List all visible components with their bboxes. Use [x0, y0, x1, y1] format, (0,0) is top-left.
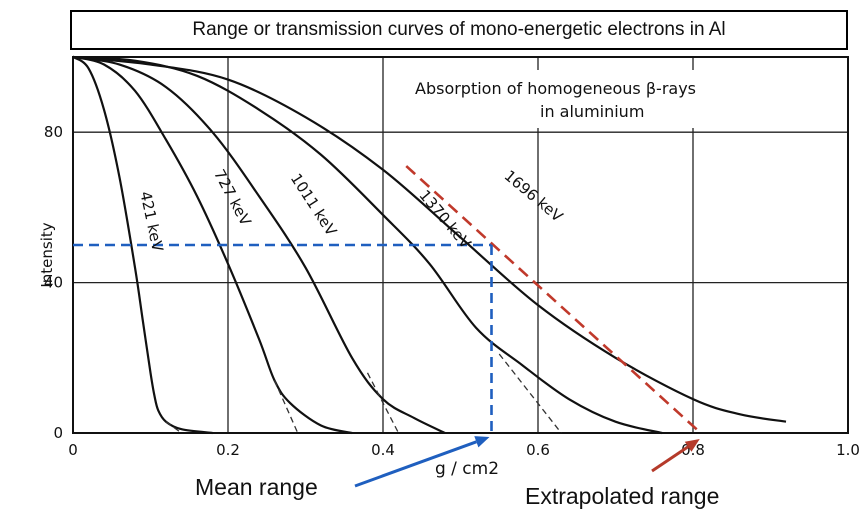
mean-range-annotation: Mean range: [195, 474, 318, 500]
tick-labels: 0 0.2 0.4 0.6 0.8 1.0 0 40 80: [44, 123, 860, 459]
x-tick-label: 0.8: [681, 441, 705, 459]
grid: [73, 57, 848, 433]
x-tick-label: 0.4: [371, 441, 395, 459]
curve-1696-kev: [72, 55, 787, 423]
series-label-1011-kev: 1011 keV: [287, 170, 341, 240]
curve-1011-kev: [72, 55, 446, 434]
chart-title: Range or transmission curves of mono-ene…: [70, 10, 848, 50]
x-tick-label: 0.6: [526, 441, 550, 459]
x-axis-label: g / cm2: [435, 459, 499, 479]
inset-title-background: [395, 70, 815, 128]
extrapolated-range-arrow: [651, 439, 700, 473]
series-label-1696-kev: 1696 keV: [501, 166, 567, 226]
extrapolation-tail-0: [165, 421, 182, 434]
extrapolated-range-annotation: Extrapolated range: [525, 483, 719, 509]
series-label-727-kev: 727 keV: [210, 166, 255, 229]
curve-727-kev: [72, 55, 353, 435]
y-tick-label: 80: [44, 123, 63, 141]
y-tick-label: 0: [53, 424, 63, 442]
x-tick-label: 1.0: [836, 441, 860, 459]
extrapolation-tail-3: [498, 353, 562, 434]
curve-1370-kev: [72, 55, 663, 435]
mean-range-arrow: [354, 436, 490, 488]
extrapolated-fit-line: [405, 165, 702, 434]
inset-title: Absorption of homogeneous β-rays in alum…: [395, 70, 815, 128]
x-tick-label: 0: [68, 441, 78, 459]
y-tick-label: 40: [44, 274, 63, 292]
extrapolation-tail-2: [366, 372, 400, 434]
inset-title-line-2: in aluminium: [540, 102, 644, 121]
guides: [73, 165, 702, 488]
x-tick-label: 0.2: [216, 441, 240, 459]
y-axis-label: Intensity: [38, 222, 56, 287]
inset-title-line-1: Absorption of homogeneous β-rays: [415, 79, 696, 98]
